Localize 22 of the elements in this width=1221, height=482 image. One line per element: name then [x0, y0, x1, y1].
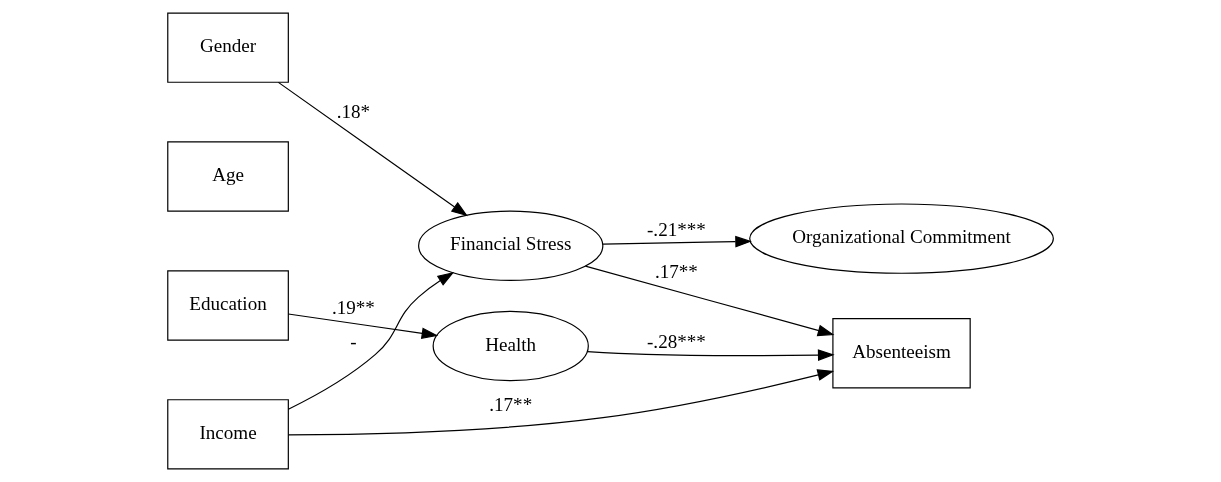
edge-label: .17** [489, 394, 533, 416]
arrow [586, 349, 835, 361]
node-box: Age [167, 141, 289, 212]
edge-label: .18* [336, 100, 371, 122]
edge-label: -.21*** [647, 218, 706, 240]
arrow [584, 265, 835, 337]
arrow [277, 81, 468, 217]
edge-label: - [350, 331, 357, 353]
node-box: Education [167, 270, 289, 341]
edge-label: .19** [331, 296, 375, 318]
node-ellipse: Financial Stress [418, 210, 604, 281]
node-ellipse: Health [432, 310, 589, 382]
arrow [287, 313, 439, 340]
node-box: Absenteeism [832, 318, 971, 389]
edge-label: -.28*** [647, 331, 706, 353]
arrow [287, 369, 835, 436]
node-box: Income [167, 399, 289, 470]
node-box: Gender [167, 12, 289, 83]
node-ellipse: Organizational Commitment [749, 203, 1054, 274]
edge-label: .17** [654, 260, 698, 282]
arrow [287, 272, 455, 410]
arrow [602, 235, 752, 248]
